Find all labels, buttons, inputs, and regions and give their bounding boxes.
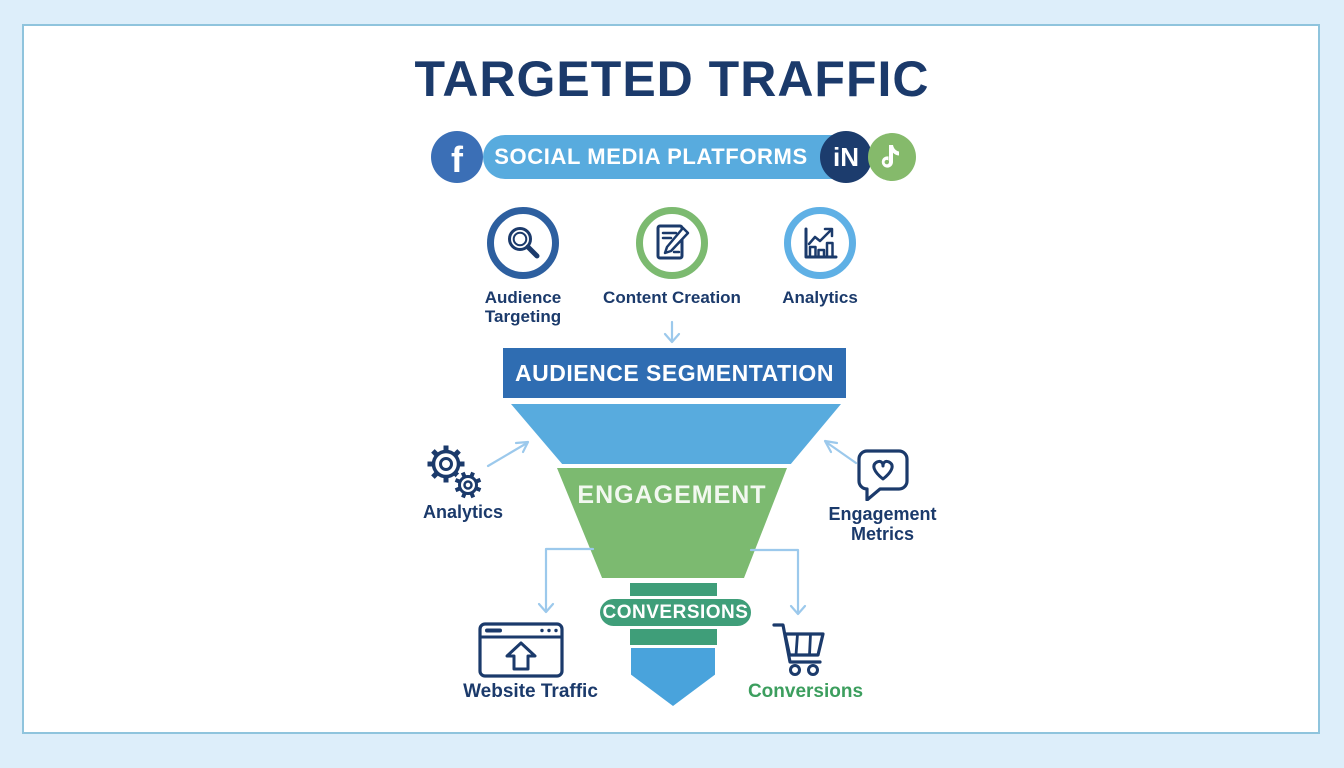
funnel-stage1-label: AUDIENCE SEGMENTATION [515, 359, 834, 386]
annotation-engagement-metrics-label: Engagement Metrics [828, 504, 937, 544]
gears-icon [427, 445, 483, 500]
annotation-analytics-label: Analytics [422, 502, 504, 522]
tiktok-note-glyph [881, 145, 899, 168]
shopping-cart-icon [772, 623, 825, 676]
process-label-analytics: Analytics [782, 288, 858, 307]
facebook-icon: f [431, 131, 483, 183]
bar-chart-icon [804, 227, 838, 259]
analytics-circle [784, 207, 856, 279]
funnel-stage-engagement: ENGAGEMENT [557, 468, 787, 578]
content-creation-circle [636, 207, 708, 279]
facebook-letter: f [451, 139, 463, 180]
audience-targeting-circle [487, 207, 559, 279]
outcome-conversions-label: Conversions [747, 681, 864, 702]
funnel-stage3-label: CONVERSIONS [602, 601, 749, 623]
browser-upload-icon [478, 622, 564, 678]
document-pencil-icon [656, 224, 690, 260]
funnel-section-blue [511, 404, 841, 464]
social-media-banner: SOCIAL MEDIA PLATFORMS [483, 135, 867, 179]
process-label-audience-targeting: Audience Targeting [484, 288, 562, 326]
linkedin-icon: iN [820, 131, 872, 183]
social-media-banner-label: SOCIAL MEDIA PLATFORMS [494, 144, 808, 169]
funnel-stage-audience-segmentation: AUDIENCE SEGMENTATION [503, 348, 846, 398]
process-label-content-creation: Content Creation [603, 288, 741, 307]
chat-heart-icon [857, 449, 909, 501]
funnel-stage-conversions: CONVERSIONS [597, 596, 754, 629]
page-title: TARGETED TRAFFIC [414, 51, 930, 107]
magnifier-icon [508, 227, 540, 259]
linkedin-letters: iN [833, 141, 859, 172]
tiktok-icon [868, 133, 916, 181]
outcome-website-traffic-label: Website Traffic [463, 681, 598, 702]
